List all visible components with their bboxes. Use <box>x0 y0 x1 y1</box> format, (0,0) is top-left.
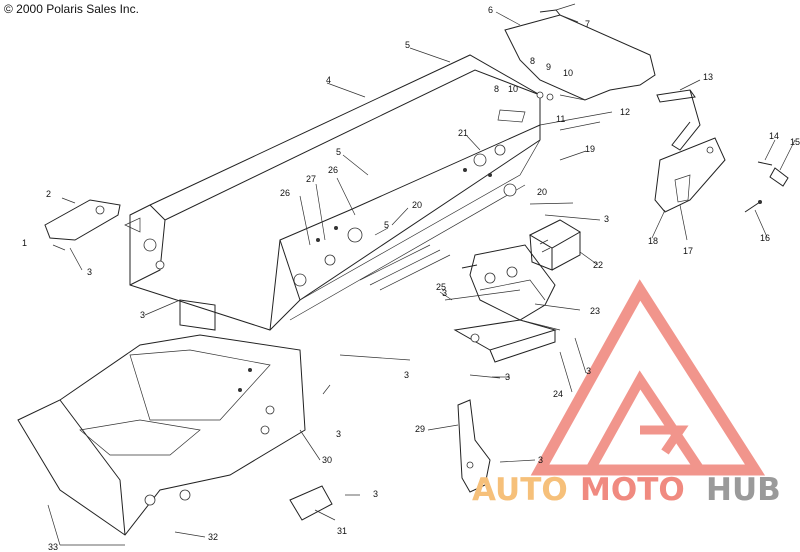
callout-3: 3 <box>538 455 543 465</box>
callout-26: 26 <box>328 165 338 175</box>
wordmark-auto: AUTO <box>472 472 568 508</box>
leader-lines <box>47 11 796 546</box>
callout-7: 7 <box>585 19 590 29</box>
callout-30: 30 <box>322 455 332 465</box>
callout-8: 8 <box>530 56 535 66</box>
automotohub-logo-mark <box>530 279 766 476</box>
callout-6: 6 <box>488 5 493 15</box>
callout-3: 3 <box>442 288 447 298</box>
callout-25: 25 <box>436 282 446 292</box>
callout-27: 27 <box>306 174 316 184</box>
callout-16: 16 <box>760 233 770 243</box>
callout-2: 2 <box>46 189 51 199</box>
callout-20: 20 <box>537 187 547 197</box>
callout-3: 3 <box>505 372 510 382</box>
callout-31: 31 <box>337 526 347 536</box>
callout-3: 3 <box>336 429 341 439</box>
lower-bracket <box>453 319 561 363</box>
callout-21: 21 <box>458 128 468 138</box>
copyright-notice: © 2000 Polaris Sales Inc. <box>4 2 139 16</box>
callout-12: 12 <box>620 107 630 117</box>
callout-32: 32 <box>208 532 218 542</box>
callout-26: 26 <box>280 188 290 198</box>
wordmark-hub: HUB <box>706 472 781 508</box>
automotohub-wordmark: AUTO MOTO HUB <box>472 472 781 508</box>
callout-11: 11 <box>556 114 565 124</box>
front-frame <box>17 299 306 536</box>
callout-1: 1 <box>22 238 27 248</box>
callout-29: 29 <box>415 424 425 434</box>
callout-3: 3 <box>373 489 378 499</box>
side-shield <box>654 137 726 213</box>
callout-14: 14 <box>769 131 779 141</box>
callout-10: 10 <box>508 84 518 94</box>
callout-10: 10 <box>563 68 573 78</box>
callout-3: 3 <box>87 267 92 277</box>
callout-8: 8 <box>494 84 499 94</box>
side-bracket <box>457 399 491 493</box>
callout-5: 5 <box>405 40 410 50</box>
callout-3: 3 <box>586 366 591 376</box>
rear-flap <box>497 3 656 123</box>
callout-19: 19 <box>585 144 595 154</box>
callout-23: 23 <box>590 306 600 316</box>
callout-3: 3 <box>140 310 145 320</box>
callout-18: 18 <box>648 236 658 246</box>
part-callouts: 1 2 3 3 3 3 3 3 3 3 3 3 4 5 5 5 6 7 8 8 … <box>22 5 800 552</box>
callout-5: 5 <box>384 220 389 230</box>
callout-9: 9 <box>546 62 551 72</box>
bulkhead <box>444 244 556 321</box>
callout-15: 15 <box>790 137 800 147</box>
callout-3: 3 <box>604 214 609 224</box>
mount-block <box>528 219 581 271</box>
wordmark-moto: MOTO <box>580 472 685 508</box>
callout-13: 13 <box>703 72 713 82</box>
callout-17: 17 <box>683 246 693 256</box>
hardware-bolts <box>744 161 789 213</box>
callout-33: 33 <box>48 542 58 552</box>
callout-5: 5 <box>336 147 341 157</box>
front-bracket <box>44 199 121 241</box>
callout-20: 20 <box>412 200 422 210</box>
callout-22: 22 <box>593 260 603 270</box>
callout-4: 4 <box>326 75 331 85</box>
callout-24: 24 <box>553 389 563 399</box>
callout-3: 3 <box>404 370 409 380</box>
chassis-tunnel <box>124 54 541 331</box>
skid-plate <box>289 485 333 521</box>
tow-handle <box>656 89 701 151</box>
